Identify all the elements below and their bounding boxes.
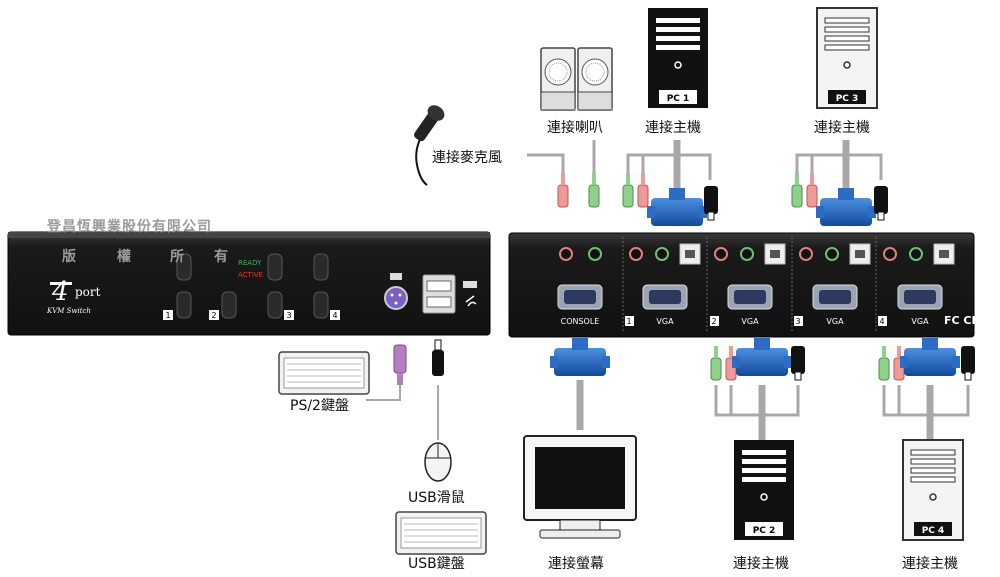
pc1-label: 連接主機 bbox=[645, 120, 701, 136]
pc3-label: 連接主機 bbox=[814, 120, 870, 136]
usb-mouse-plug bbox=[432, 339, 444, 376]
rear-port-number-4: 4 bbox=[879, 317, 884, 326]
led-active-label: ACTIVE bbox=[238, 271, 263, 279]
logo-subtitle: KVM Switch bbox=[46, 307, 91, 315]
pc4-tag: PC 4 bbox=[922, 526, 945, 536]
console-speaker-jack[interactable] bbox=[588, 247, 602, 261]
pc2-vga-plug bbox=[732, 338, 792, 376]
rear-port-group-3: VGA 3 bbox=[794, 243, 871, 326]
rear-port-number-3: 3 bbox=[795, 317, 800, 326]
speakers-icon bbox=[540, 47, 613, 111]
pc4-vga-plug bbox=[900, 338, 960, 376]
usb-keyboard-icon bbox=[395, 511, 487, 555]
port-badge-2: 2 bbox=[211, 311, 216, 320]
rights-char-2: 權 bbox=[117, 249, 131, 265]
microphone-label: 連接麥克風 bbox=[432, 150, 502, 166]
company-watermark: 登昌恆興業股份有限公司 bbox=[47, 219, 212, 235]
rights-char-3: 所 bbox=[170, 249, 184, 265]
led-ready-label: READY bbox=[238, 259, 262, 267]
pc3-vga-plug bbox=[816, 188, 876, 226]
kvm-rear-panel: CONSOLE VGA 1 VGA 2 VGA 3 bbox=[508, 232, 979, 338]
console-label: CONSOLE bbox=[561, 317, 600, 326]
logo-port-word: port bbox=[75, 285, 101, 299]
ps2-keyboard-plug bbox=[393, 344, 407, 385]
rear-port-number-1: 1 bbox=[626, 317, 631, 326]
rear-port-group-2: VGA 2 bbox=[710, 243, 786, 326]
pc3-tower-icon: PC 3 bbox=[816, 7, 878, 109]
front-button[interactable] bbox=[313, 291, 329, 319]
rear-port-group-4: VGA 4 bbox=[878, 243, 955, 326]
pc1-tower-icon: PC 1 bbox=[647, 7, 709, 109]
pc2-label: 連接主機 bbox=[733, 556, 789, 572]
vga-label-1: VGA bbox=[656, 317, 674, 326]
cables-bottom bbox=[366, 380, 970, 440]
microphone-icon bbox=[414, 105, 445, 186]
console-vga-port[interactable] bbox=[557, 284, 603, 310]
rights-char-1: 版 bbox=[62, 249, 76, 265]
monitor-label: 連接螢幕 bbox=[548, 556, 604, 572]
usb-mouse-icon bbox=[424, 442, 452, 482]
mic-plug bbox=[557, 172, 569, 208]
rear-port-group-1: VGA 1 bbox=[625, 243, 701, 326]
port-number-badges: 1 2 3 4 bbox=[163, 310, 340, 320]
port-badge-3: 3 bbox=[286, 311, 291, 320]
port-badge-1: 1 bbox=[165, 311, 170, 320]
ps2-keyboard-icon bbox=[278, 351, 370, 395]
cables-top bbox=[527, 140, 883, 190]
front-button[interactable] bbox=[267, 253, 283, 281]
pc4-tower-icon: PC 4 bbox=[902, 439, 964, 541]
ps2-keyboard-label: PS/2鍵盤 bbox=[290, 398, 349, 414]
pc2-tag: PC 2 bbox=[753, 526, 776, 536]
console-mic-jack[interactable] bbox=[559, 247, 573, 261]
logo: 4 port KVM Switch bbox=[46, 277, 101, 315]
speaker-label: 連接喇叭 bbox=[547, 120, 603, 136]
front-button[interactable] bbox=[221, 291, 237, 319]
pc2-tower-icon: PC 2 bbox=[733, 439, 795, 541]
front-button[interactable] bbox=[313, 253, 329, 281]
port-badge-4: 4 bbox=[332, 311, 337, 320]
speaker-plug bbox=[588, 172, 600, 208]
vga-label-3: VGA bbox=[826, 317, 844, 326]
pc1-tag: PC 1 bbox=[667, 94, 690, 104]
front-usb-ports[interactable] bbox=[422, 274, 477, 314]
front-button[interactable] bbox=[176, 253, 192, 281]
pc1-vga-plug bbox=[647, 188, 707, 226]
monitor-icon bbox=[523, 435, 637, 539]
ps2-port[interactable] bbox=[384, 273, 408, 310]
logo-port-count: 4 bbox=[51, 277, 69, 307]
cert-marks: FC CE bbox=[944, 314, 979, 327]
vga-label-4: VGA bbox=[911, 317, 929, 326]
monitor-vga-plug bbox=[550, 338, 610, 376]
rights-char-4: 有 bbox=[214, 249, 228, 265]
pc3-tag: PC 3 bbox=[836, 94, 859, 104]
rear-port-number-2: 2 bbox=[711, 317, 716, 326]
front-buttons bbox=[176, 253, 329, 319]
usb-mouse-label: USB滑鼠 bbox=[408, 490, 465, 506]
kvm-front-panel: 4 port KVM Switch READY ACTIVE 1 2 3 4 bbox=[7, 231, 491, 336]
vga-label-2: VGA bbox=[741, 317, 759, 326]
front-button[interactable] bbox=[176, 291, 192, 319]
usb-keyboard-label: USB鍵盤 bbox=[408, 556, 465, 572]
front-button[interactable] bbox=[267, 291, 283, 319]
pc4-label: 連接主機 bbox=[902, 556, 958, 572]
